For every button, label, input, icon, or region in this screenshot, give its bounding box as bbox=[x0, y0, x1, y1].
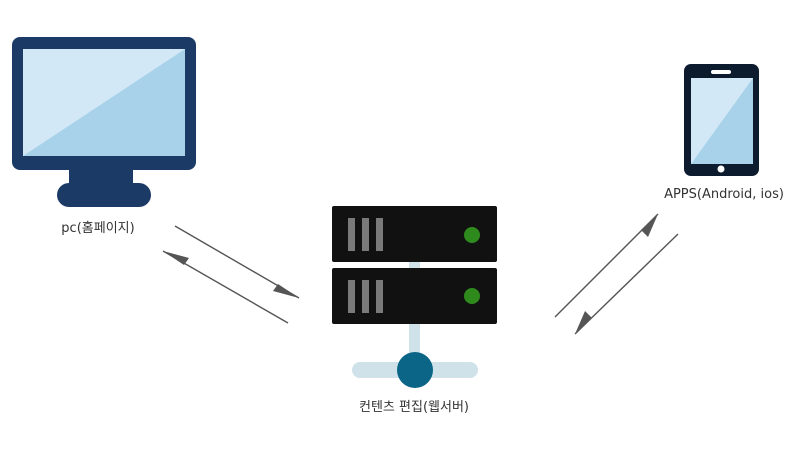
smartphone-icon bbox=[684, 64, 759, 176]
server-slot bbox=[348, 280, 355, 313]
server-slot bbox=[376, 218, 383, 251]
server-status-led bbox=[464, 227, 480, 243]
arrow-server-to-pc-head bbox=[163, 251, 189, 265]
network-vertical-line bbox=[409, 322, 420, 368]
arrow-apps-to-server bbox=[574, 233, 679, 335]
apps-label: APPS(Android, ios) bbox=[664, 187, 784, 202]
arrow-server-to-apps-head bbox=[641, 214, 658, 237]
server-unit-bottom bbox=[332, 268, 497, 324]
monitor-stand bbox=[57, 183, 151, 207]
server-slot bbox=[362, 218, 369, 251]
server-unit-top bbox=[332, 206, 497, 262]
server-unit-body bbox=[332, 206, 497, 262]
phone-screen-shade bbox=[691, 78, 753, 164]
server-icon bbox=[332, 206, 497, 324]
server-slot bbox=[348, 218, 355, 251]
arrows-pc-server bbox=[162, 225, 300, 324]
phone-home-button bbox=[717, 165, 725, 173]
server-slot bbox=[376, 280, 383, 313]
network-hub bbox=[397, 352, 433, 388]
monitor-screen-shade bbox=[23, 49, 185, 156]
monitor-neck bbox=[69, 170, 133, 184]
server-slot bbox=[362, 280, 369, 313]
server-unit-body bbox=[332, 268, 497, 324]
arrow-apps-to-server-head bbox=[575, 311, 592, 334]
arrows-server-apps bbox=[554, 213, 679, 335]
arrow-server-to-apps bbox=[554, 213, 659, 318]
monitor-icon bbox=[12, 37, 196, 207]
server-label: 컨텐츠 편집(웹서버) bbox=[359, 400, 469, 415]
arrow-pc-to-server-head bbox=[273, 284, 299, 298]
pc-label: pc(홈페이지) bbox=[61, 221, 135, 236]
server-status-led bbox=[464, 288, 480, 304]
network-connector bbox=[352, 322, 478, 388]
phone-speaker bbox=[711, 70, 731, 74]
server-connector bbox=[409, 261, 420, 269]
